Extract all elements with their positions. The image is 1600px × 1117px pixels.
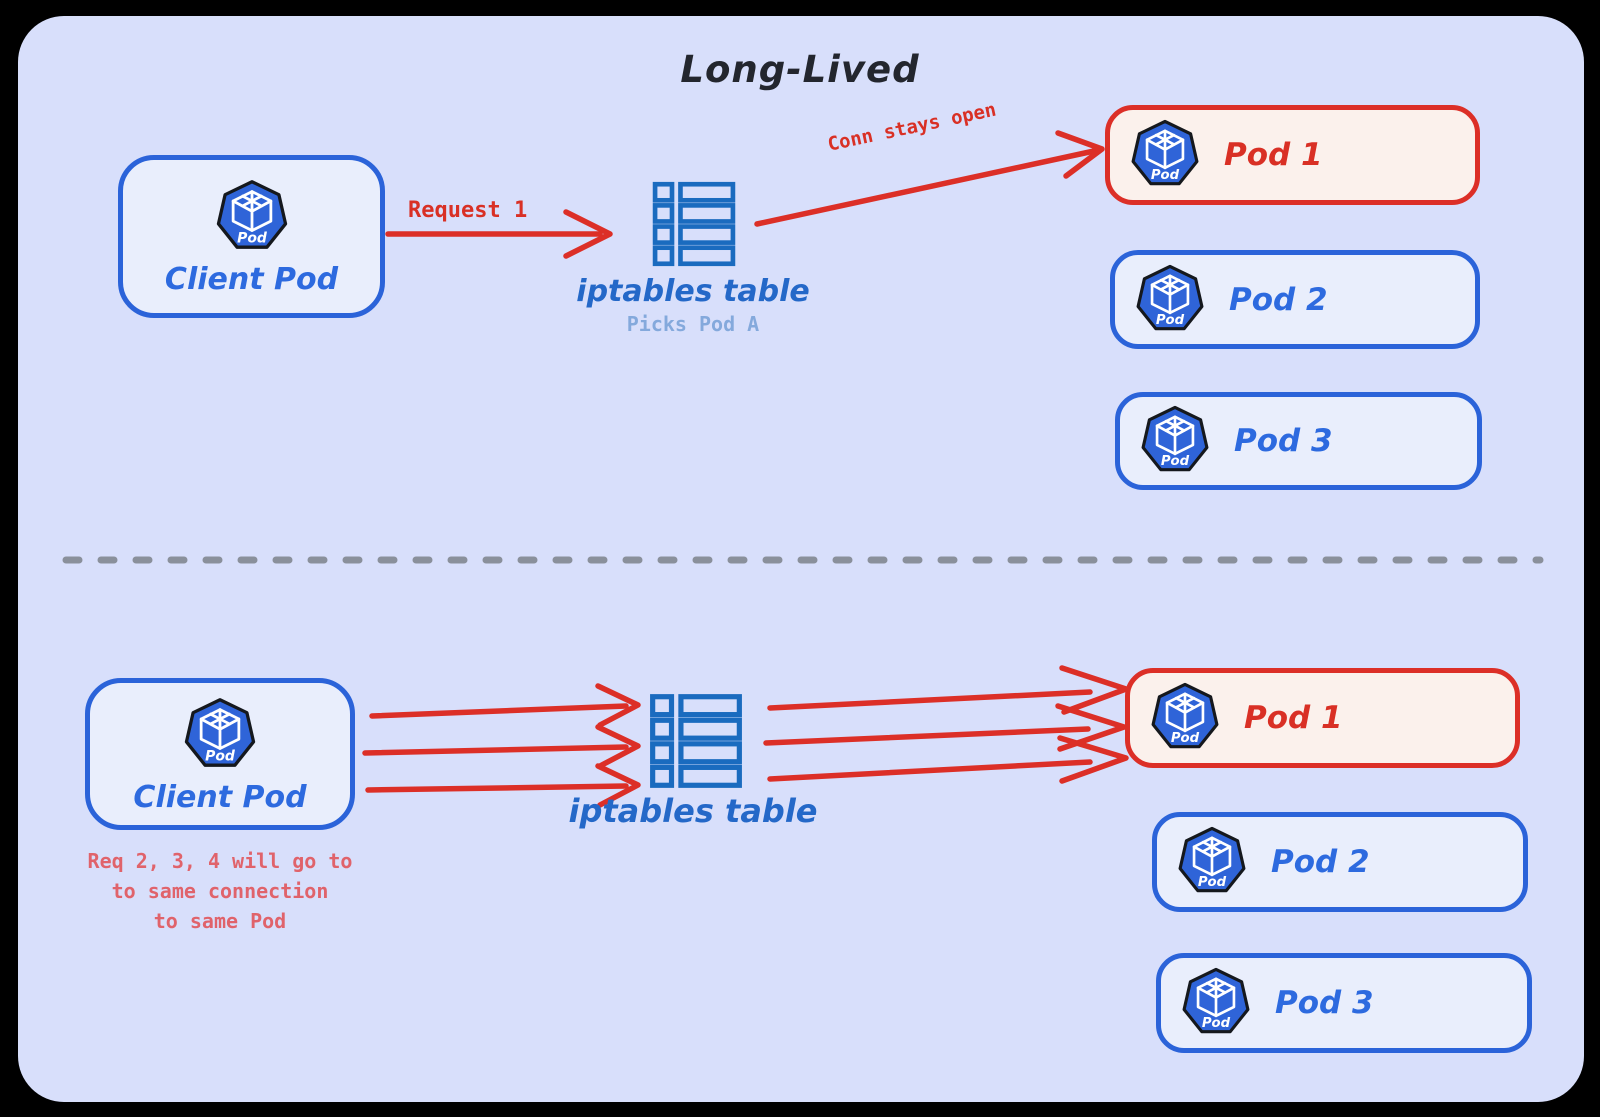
pod-3-box-bottom: Pod Pod 3 bbox=[1156, 953, 1532, 1053]
pod-name-label: Pod 1 bbox=[1224, 137, 1323, 173]
pod-icon-label: Pod bbox=[1161, 454, 1190, 469]
pod-name-label: Pod 3 bbox=[1234, 423, 1333, 459]
pod-1-box-bottom: Pod Pod 1 bbox=[1125, 668, 1520, 768]
kubernetes-pod-icon: Pod bbox=[216, 180, 287, 249]
client-pod-label: Client Pod bbox=[164, 262, 339, 297]
pod-icon-label: Pod bbox=[1151, 168, 1180, 183]
kubernetes-pod-icon: Pod bbox=[1141, 405, 1209, 472]
annotation-line-1: Req 2, 3, 4 will go to bbox=[87, 849, 353, 873]
kubernetes-pod-icon: Pod bbox=[1151, 682, 1219, 749]
pod-icon-label: Pod bbox=[205, 748, 236, 764]
iptables-icon-bottom bbox=[647, 693, 745, 789]
pod-3-box-top: Pod Pod 3 bbox=[1115, 392, 1482, 490]
kubernetes-pod-icon: Pod bbox=[1136, 264, 1204, 330]
kubernetes-pod-icon: Pod bbox=[1182, 967, 1250, 1034]
client-pod-box-top: Pod Client Pod bbox=[118, 155, 385, 318]
pod-name-label: Pod 2 bbox=[1229, 281, 1328, 318]
iptables-label-bottom: iptables table bbox=[568, 792, 818, 830]
iptables-label-top: iptables table bbox=[576, 274, 810, 309]
pod-name-label: Pod 2 bbox=[1271, 844, 1370, 880]
request-1-label: Request 1 bbox=[408, 198, 528, 223]
iptables-sublabel: Picks Pod A bbox=[626, 312, 760, 336]
pod-2-box-bottom: Pod Pod 2 bbox=[1152, 812, 1528, 912]
client-pod-box-bottom: Pod Client Pod bbox=[85, 678, 355, 830]
annotation-line-3: to same Pod bbox=[153, 909, 287, 933]
pod-icon-label: Pod bbox=[1198, 875, 1227, 890]
pod-name-label: Pod 1 bbox=[1244, 700, 1343, 736]
diagram-title: Long-Lived bbox=[680, 48, 920, 91]
request-annotation: Req 2, 3, 4 will go to to same connectio… bbox=[60, 846, 380, 936]
pod-2-box-top: Pod Pod 2 bbox=[1110, 250, 1480, 349]
client-pod-label: Client Pod bbox=[133, 779, 307, 815]
pod-name-label: Pod 3 bbox=[1275, 985, 1374, 1021]
iptables-icon-top bbox=[650, 180, 738, 268]
pod-icon-label: Pod bbox=[1156, 313, 1185, 328]
pod-1-box-top: Pod Pod 1 bbox=[1105, 105, 1480, 205]
kubernetes-pod-icon: Pod bbox=[1178, 826, 1246, 893]
pod-icon-label: Pod bbox=[1202, 1016, 1231, 1031]
kubernetes-pod-icon: Pod bbox=[184, 697, 256, 767]
annotation-line-2: to same connection bbox=[111, 879, 329, 903]
kubernetes-pod-icon: Pod bbox=[1131, 119, 1199, 186]
pod-icon-label: Pod bbox=[237, 230, 268, 246]
pod-icon-label: Pod bbox=[1171, 731, 1200, 746]
